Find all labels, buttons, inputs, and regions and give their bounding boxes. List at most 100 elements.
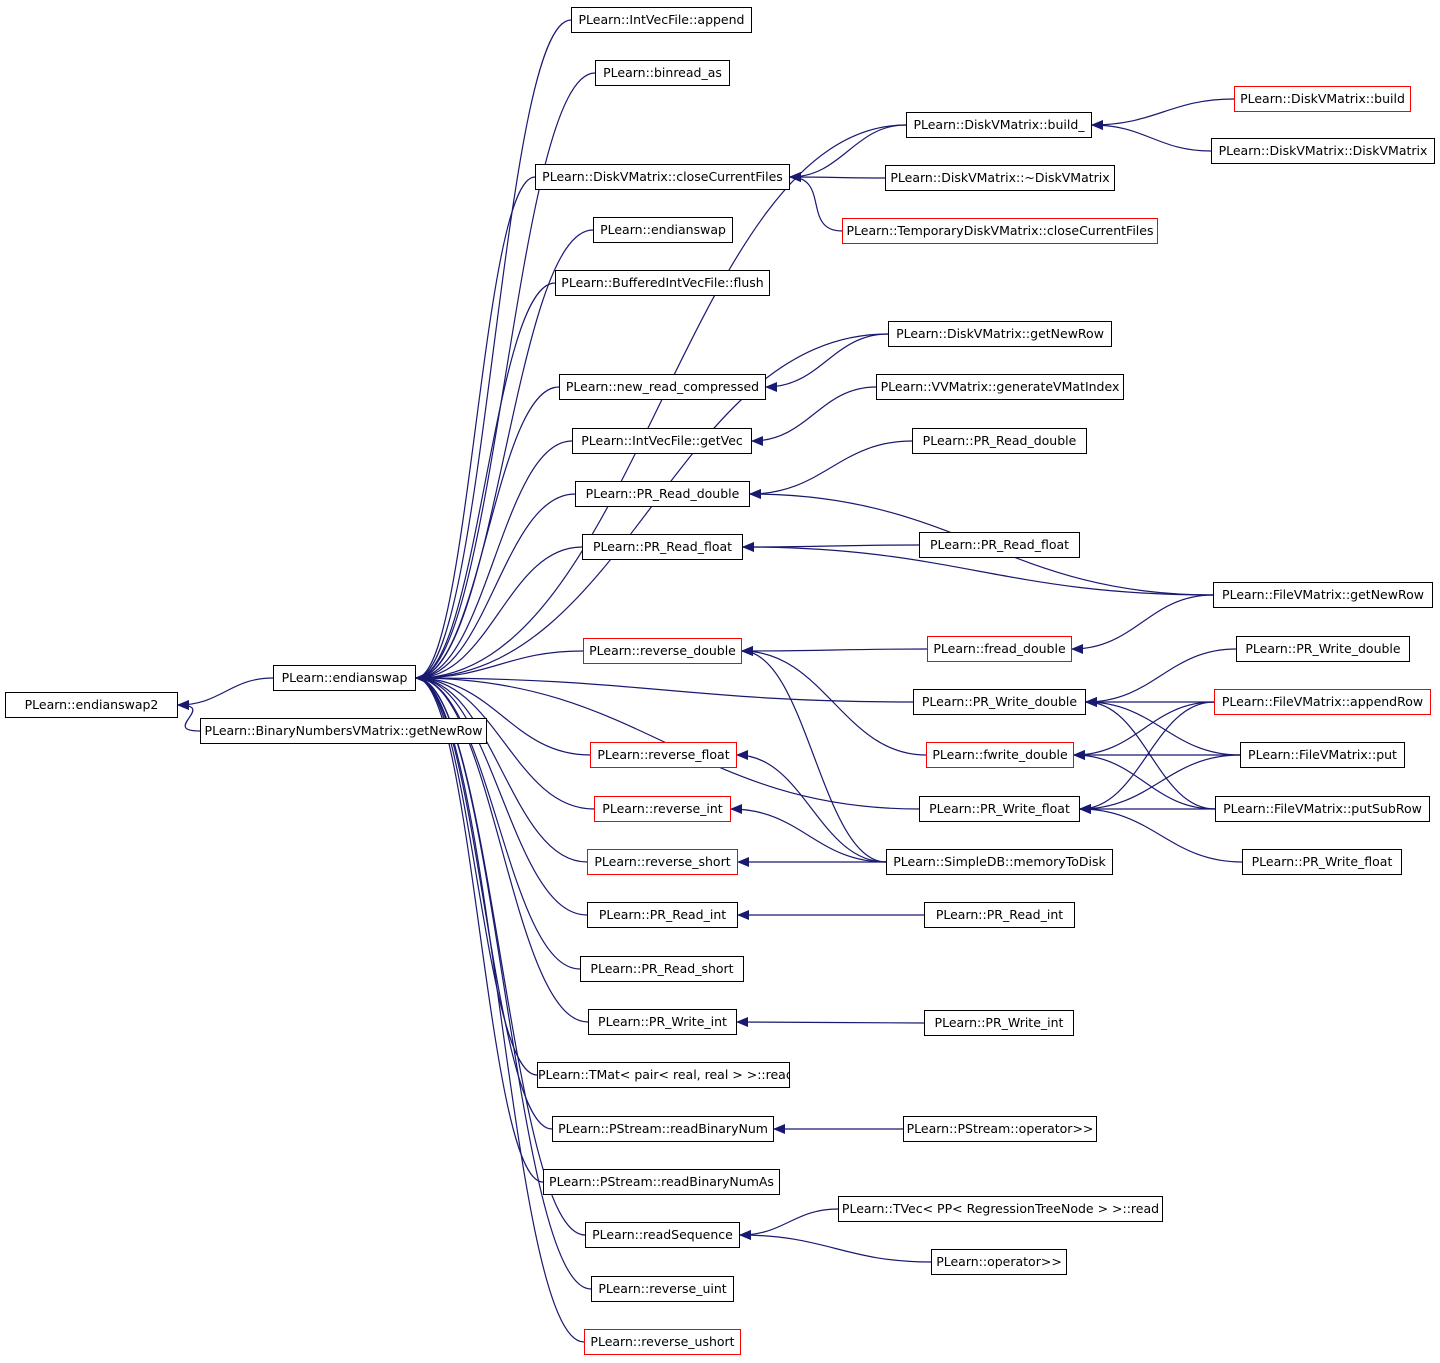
call-edge: [415, 673, 585, 1343]
call-edge: [730, 804, 887, 863]
graph-node[interactable]: PLearn::BinaryNumbersVMatrix::getNewRow: [200, 718, 487, 744]
graph-node[interactable]: PLearn::FileVMatrix::appendRow: [1214, 689, 1431, 715]
graph-node[interactable]: PLearn::PR_Read_int: [587, 902, 738, 928]
graph-node[interactable]: PLearn::PR_Write_double: [1236, 636, 1410, 662]
graph-node[interactable]: PLearn::reverse_int: [594, 796, 731, 822]
graph-node[interactable]: PLearn::reverse_uint: [591, 1276, 734, 1302]
graph-node[interactable]: PLearn::DiskVMatrix::build: [1234, 86, 1411, 112]
graph-node[interactable]: PLearn::PR_Read_double: [575, 481, 750, 507]
call-edge: [741, 646, 927, 756]
graph-node[interactable]: PLearn::new_read_compressed: [559, 374, 766, 400]
call-edge: [415, 673, 591, 756]
call-edge: [742, 542, 1214, 596]
call-edge: [789, 124, 907, 182]
call-edge: [749, 440, 913, 499]
graph-node[interactable]: PLearn::TVec< PP< RegressionTreeNode > >…: [838, 1196, 1163, 1222]
graph-node[interactable]: PLearn::PR_Write_int: [924, 1010, 1074, 1036]
graph-node[interactable]: PLearn::IntVecFile::getVec: [572, 428, 752, 454]
graph-node[interactable]: PLearn::PR_Read_double: [912, 428, 1087, 454]
call-edge: [415, 673, 538, 1076]
call-edge: [415, 673, 588, 916]
graph-node[interactable]: PLearn::reverse_short: [587, 849, 738, 875]
call-edge: [415, 673, 592, 1290]
graph-node[interactable]: PLearn::PStream::operator>>: [903, 1116, 1097, 1142]
call-edge: [1091, 120, 1212, 152]
graph-node[interactable]: PLearn::PR_Write_double: [913, 689, 1086, 715]
call-edge: [415, 546, 583, 683]
call-edge: [1085, 648, 1237, 707]
graph-node[interactable]: PLearn::PR_Read_int: [924, 902, 1075, 928]
call-edge: [415, 673, 553, 1130]
graph-node[interactable]: PLearn::fwrite_double: [926, 742, 1074, 768]
graph-node[interactable]: PLearn::FileVMatrix::getNewRow: [1213, 582, 1433, 608]
call-edge: [415, 19, 572, 683]
call-edge: [736, 1017, 925, 1028]
graph-node[interactable]: PLearn::DiskVMatrix::closeCurrentFiles: [535, 164, 790, 190]
call-edge: [739, 1208, 839, 1240]
call-edge: [1079, 754, 1241, 814]
call-edge: [1079, 804, 1243, 863]
graph-node[interactable]: PLearn::operator>>: [931, 1249, 1067, 1275]
graph-node[interactable]: PLearn::PR_Write_float: [919, 796, 1080, 822]
call-edge: [1071, 594, 1214, 654]
call-edge: [415, 493, 576, 683]
graph-node[interactable]: PLearn::DiskVMatrix::getNewRow: [888, 321, 1112, 347]
call-edge: [736, 750, 887, 863]
call-edge: [177, 677, 274, 710]
call-edge: [415, 673, 588, 863]
graph-node[interactable]: PLearn::endianswap: [273, 665, 416, 691]
call-edge: [739, 1230, 932, 1263]
graph-node[interactable]: PLearn::PR_Write_int: [588, 1009, 737, 1035]
call-edge: [415, 673, 581, 970]
call-edge: [751, 386, 877, 446]
graph-node[interactable]: PLearn::PR_Read_short: [580, 956, 744, 982]
call-edge: [741, 646, 887, 863]
call-edge: [415, 673, 586, 1236]
call-edge: [415, 72, 596, 683]
graph-node[interactable]: PLearn::readSequence: [585, 1222, 740, 1248]
call-edge: [415, 124, 907, 683]
graph-node[interactable]: PLearn::reverse_float: [590, 742, 737, 768]
graph-node[interactable]: PLearn::PR_Write_float: [1242, 849, 1402, 875]
graph-node[interactable]: PLearn::binread_as: [595, 60, 730, 86]
graph-node[interactable]: PLearn::reverse_double: [583, 638, 742, 664]
graph-node[interactable]: PLearn::TemporaryDiskVMatrix::closeCurre…: [842, 218, 1158, 244]
call-edge: [415, 176, 536, 683]
call-edge: [1073, 750, 1216, 810]
graph-node[interactable]: PLearn::VVMatrix::generateVMatIndex: [876, 374, 1124, 400]
call-edge: [415, 673, 595, 810]
graph-node[interactable]: PLearn::IntVecFile::append: [571, 7, 752, 33]
graph-node[interactable]: PLearn::TMat< pair< real, real > >::read: [537, 1062, 790, 1088]
graph-node[interactable]: PLearn::PR_Read_float: [582, 534, 743, 560]
call-edge: [1085, 697, 1241, 756]
graph-node[interactable]: PLearn::PStream::readBinaryNumAs: [543, 1169, 780, 1195]
call-edge: [741, 645, 928, 656]
call-edge: [1073, 701, 1215, 760]
call-edge: [415, 282, 556, 683]
call-edge: [415, 673, 914, 703]
graph-node[interactable]: PLearn::FileVMatrix::put: [1240, 742, 1405, 768]
call-edge: [765, 333, 889, 392]
graph-node[interactable]: PLearn::SimpleDB::memoryToDisk: [886, 849, 1113, 875]
graph-node[interactable]: PLearn::endianswap: [593, 217, 733, 243]
graph-node[interactable]: PLearn::DiskVMatrix::~DiskVMatrix: [885, 165, 1115, 191]
call-edge: [1079, 701, 1215, 814]
call-edge: [415, 386, 560, 683]
graph-node[interactable]: PLearn::BufferedIntVecFile::flush: [555, 270, 770, 296]
call-edge: [789, 172, 843, 232]
call-edge: [415, 673, 589, 1023]
graph-node[interactable]: PLearn::FileVMatrix::putSubRow: [1215, 796, 1430, 822]
graph-node[interactable]: PLearn::PStream::readBinaryNum: [552, 1116, 774, 1142]
call-edge: [1091, 98, 1235, 130]
graph-node[interactable]: PLearn::fread_double: [927, 636, 1072, 662]
call-edge: [789, 172, 886, 183]
graph-node[interactable]: PLearn::reverse_ushort: [584, 1329, 741, 1355]
graph-node[interactable]: PLearn::DiskVMatrix::build_: [906, 112, 1092, 138]
call-edge: [415, 440, 573, 683]
graph-node[interactable]: PLearn::DiskVMatrix::DiskVMatrix: [1211, 138, 1435, 164]
call-edge: [415, 229, 594, 683]
graph-node[interactable]: PLearn::PR_Read_float: [919, 532, 1080, 558]
call-edge: [177, 700, 201, 732]
